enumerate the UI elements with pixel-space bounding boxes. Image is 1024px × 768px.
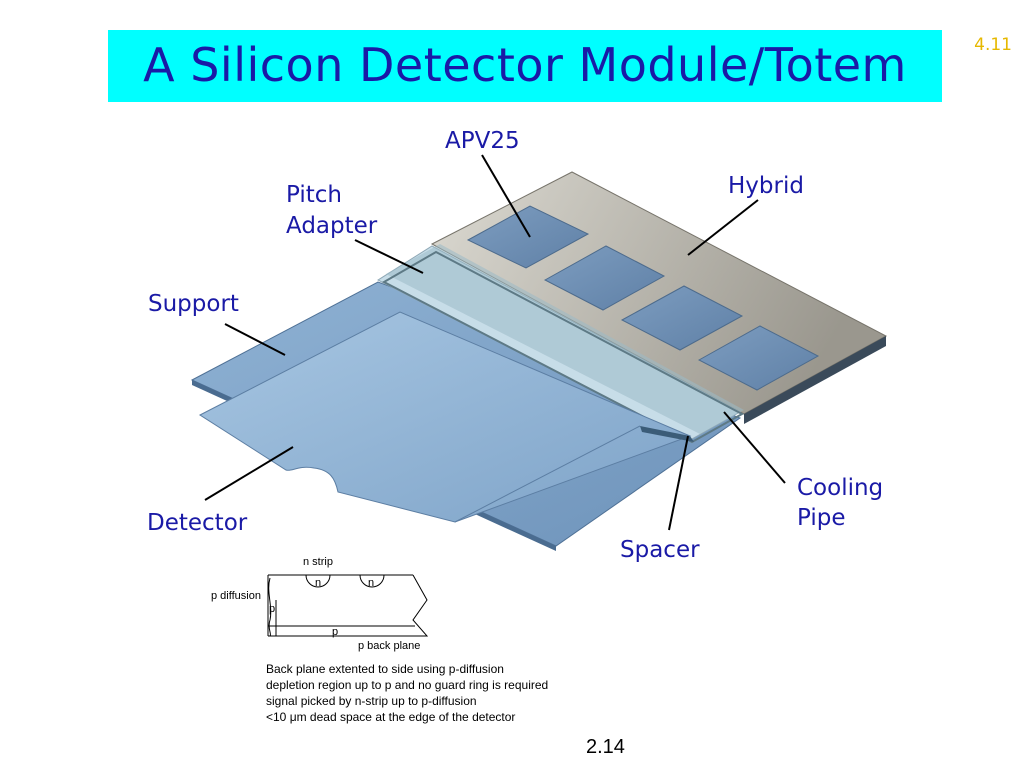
support-label: Support <box>148 291 239 317</box>
p-side-label: p <box>269 603 276 615</box>
spacer-label: Spacer <box>620 537 700 563</box>
cooling-pipe-pointer <box>723 411 786 484</box>
notes-block: Back plane extented to side using p-diff… <box>266 661 548 725</box>
slide-title: A Silicon Detector Module/Totem <box>143 38 907 92</box>
p-diffusion-label: p diffusion <box>211 590 261 602</box>
apv25-chip <box>543 245 666 311</box>
support-pointer <box>224 323 286 356</box>
pitch-adapter-label-line2: Adapter <box>286 213 378 239</box>
spacer-pointer <box>668 435 689 531</box>
n-implant <box>359 574 385 588</box>
title-box: A Silicon Detector Module/Totem <box>108 30 942 102</box>
note-line: <10 μm dead space at the edge of the det… <box>266 710 516 724</box>
note-line: signal picked by n-strip up to p-diffusi… <box>266 694 477 708</box>
cooling-pipe-label-line2: Pipe <box>797 505 846 531</box>
cooling-pipe <box>381 250 745 444</box>
pitch-adapter-pointer <box>354 239 424 274</box>
apv25-label: APV25 <box>445 128 520 154</box>
apv25-chip <box>466 205 590 269</box>
pointer-lines <box>204 154 786 531</box>
n-label-1: n <box>315 577 322 589</box>
hybrid-pointer <box>687 199 759 256</box>
slide-number: 4.11 <box>974 35 1012 55</box>
note-line: Back plane extented to side using p-diff… <box>266 662 504 676</box>
cross-section-sketch <box>267 574 429 637</box>
p-back-plane-label: p back plane <box>358 640 421 652</box>
apv25-pointer <box>481 154 531 238</box>
n-strip-label: n strip <box>303 556 333 568</box>
detector-label: Detector <box>147 510 248 536</box>
pitch-adapter-label-line1: Pitch <box>286 182 342 208</box>
p-bulk-label: p <box>332 626 339 638</box>
hybrid-label: Hybrid <box>728 173 804 199</box>
apv25-chips <box>466 205 820 391</box>
apv25-chip <box>697 325 820 391</box>
spacer <box>640 426 694 442</box>
n-label-2: n <box>368 577 375 589</box>
note-line: depletion region up to p and no guard ri… <box>266 678 549 692</box>
cooling-pipe-label-line1: Cooling <box>797 475 884 501</box>
n-implant <box>305 574 331 588</box>
detector-plate <box>198 311 692 523</box>
apv25-chip <box>620 285 744 351</box>
detector-pointer <box>204 446 294 501</box>
footer-page-number: 2.14 <box>586 736 625 758</box>
